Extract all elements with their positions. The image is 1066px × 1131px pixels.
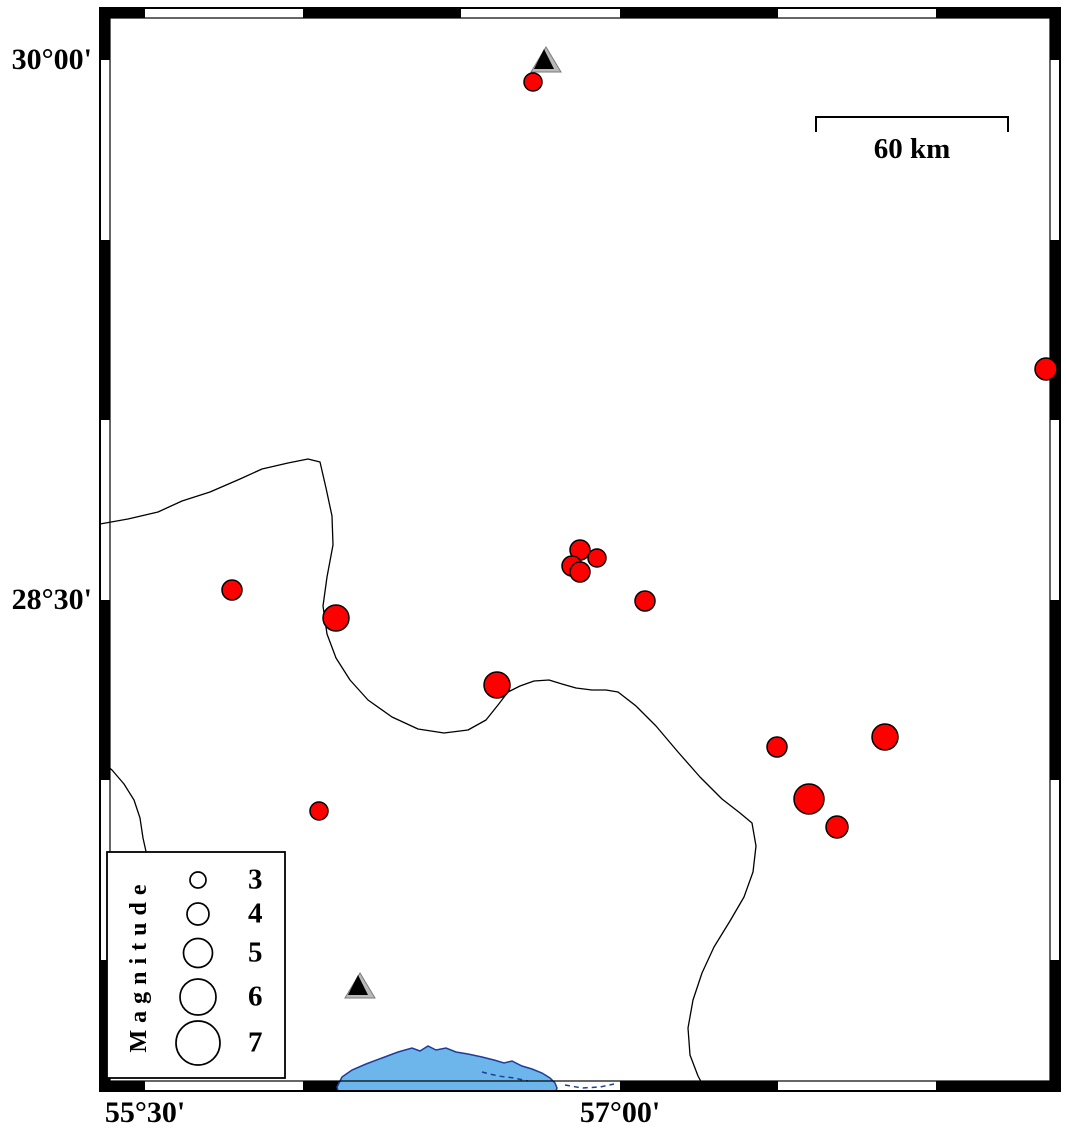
frame-band-bottom: [620, 1081, 778, 1091]
x-axis-label-57-00: 57°00': [579, 1096, 661, 1129]
earthquake-epicenter: [587, 548, 607, 568]
station-triangle-inner: [348, 975, 368, 995]
earthquake-epicenter: [221, 579, 243, 601]
legend-magnitude-value: 6: [248, 980, 263, 1013]
earthquake-epicenter: [871, 723, 899, 751]
earthquake-epicenter: [825, 815, 849, 839]
lake: [336, 1045, 558, 1092]
frame-band-left: [100, 240, 110, 420]
depth-contour: [564, 1083, 615, 1089]
legend-magnitude-value: 3: [248, 863, 263, 896]
earthquake-epicenter: [793, 783, 825, 815]
boundary-line: [99, 759, 148, 857]
earthquake-epicenter: [569, 561, 591, 583]
earthquake-epicenter: [483, 671, 511, 699]
legend-magnitude-value: 4: [248, 897, 263, 930]
earthquake-epicenter: [523, 72, 543, 92]
legend-magnitude-value: 5: [248, 936, 263, 969]
frame-band-top: [100, 8, 145, 18]
legend-size-circle: [189, 871, 207, 889]
legend-size-circle: [186, 902, 210, 926]
depth-contour: [481, 1071, 529, 1082]
frame-band-bottom: [100, 1081, 145, 1091]
legend-size-circle: [175, 1020, 221, 1066]
frame-outer-line: [99, 7, 1061, 1092]
earthquake-epicenter: [1034, 357, 1058, 381]
frame-inner-line: [109, 17, 1051, 1082]
boundary-line: [99, 458, 757, 1092]
scale-bar: [815, 116, 1009, 132]
frame-band-bottom: [936, 1081, 1060, 1091]
frame-band-top: [936, 8, 1060, 18]
frame-band-left: [100, 600, 110, 780]
legend-magnitude-value: 7: [248, 1026, 263, 1059]
frame-band-top: [303, 8, 461, 18]
legend-size-circle: [179, 978, 217, 1016]
x-axis-label-55-30: 55°30': [104, 1096, 186, 1129]
scale-bar-label: 60 km: [873, 133, 951, 165]
station-triangle-inner: [534, 49, 554, 69]
y-axis-label-30-00: 30°00': [11, 43, 92, 76]
frame-band-right: [1050, 600, 1060, 780]
earthquake-epicenter: [766, 736, 788, 758]
frame-band-right: [1050, 240, 1060, 420]
legend-size-circle: [182, 937, 214, 969]
frame-band-right: [1050, 960, 1060, 1091]
frame-band-top: [620, 8, 778, 18]
earthquake-epicenter: [322, 604, 350, 632]
frame-band-left: [100, 8, 110, 60]
earthquake-epicenter: [309, 801, 329, 821]
frame-band-right: [1050, 8, 1060, 60]
y-axis-label-28-30: 28°30': [11, 583, 92, 616]
frame-band-left: [100, 960, 110, 1091]
earthquake-epicenter: [634, 590, 656, 612]
legend-title: Magnitude: [126, 877, 152, 1053]
